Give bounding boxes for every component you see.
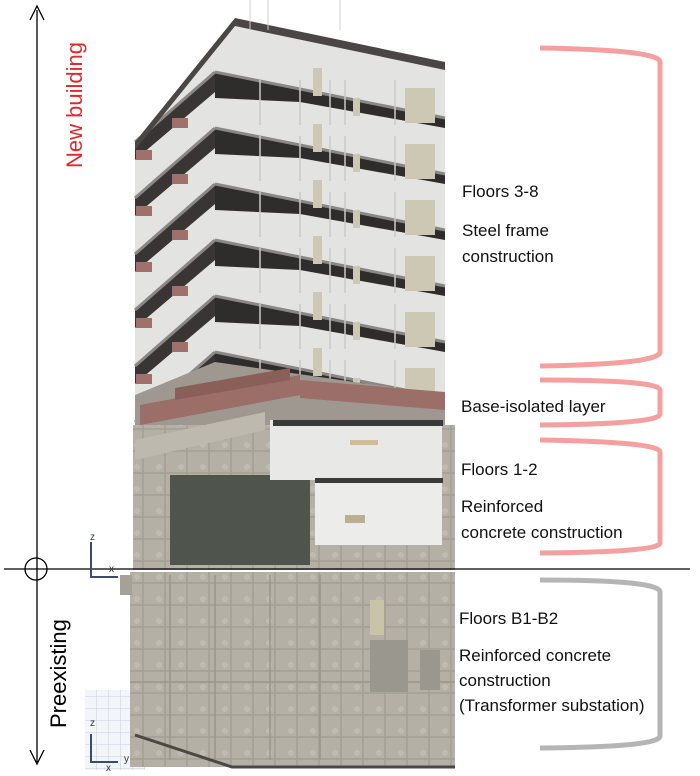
bracket-base-isolated — [539, 377, 663, 428]
bracket-floors-3-8 — [539, 45, 663, 369]
preexisting-label: Preexisting — [46, 619, 71, 728]
construction-label: construction — [459, 671, 551, 690]
basement-concrete — [120, 572, 455, 769]
bracket-floors-b1-b2 — [539, 577, 663, 751]
transformer-substation-label: (Transformer substation) — [459, 696, 645, 715]
bracket-floors-1-2 — [539, 437, 663, 556]
floors-1-2-concrete — [133, 412, 455, 570]
datum-circle-icon — [24, 557, 48, 581]
floors-1-2-label: Floors 1-2 — [461, 460, 538, 479]
new-building-label: New building — [62, 42, 87, 168]
axis-gizmo-lower-icon: z y x — [90, 718, 129, 774]
base-isolated-label: Base-isolated layer — [461, 397, 606, 416]
steel-frame-label: Steel frame — [462, 221, 549, 240]
arrow-down-icon — [29, 749, 45, 766]
svg-text:z: z — [90, 532, 95, 543]
arrow-up-icon — [29, 4, 45, 21]
floors-3-8-label: Floors 3-8 — [462, 182, 539, 201]
svg-text:x: x — [109, 564, 114, 575]
floors-b1-b2-label: Floors B1-B2 — [459, 609, 559, 628]
steel-construction-label: construction — [462, 247, 554, 266]
svg-text:y: y — [124, 754, 129, 765]
steel-frame-tower — [134, 0, 446, 496]
svg-text:x: x — [106, 763, 111, 774]
reinforced-label: Reinforced — [461, 497, 544, 516]
axis-gizmo-upper-icon: z x — [90, 532, 118, 578]
dark-window — [170, 475, 310, 565]
reinforced-concrete-label: Reinforced concrete — [459, 646, 612, 665]
svg-text:z: z — [90, 718, 95, 729]
concrete-construction-label: concrete construction — [461, 523, 623, 542]
